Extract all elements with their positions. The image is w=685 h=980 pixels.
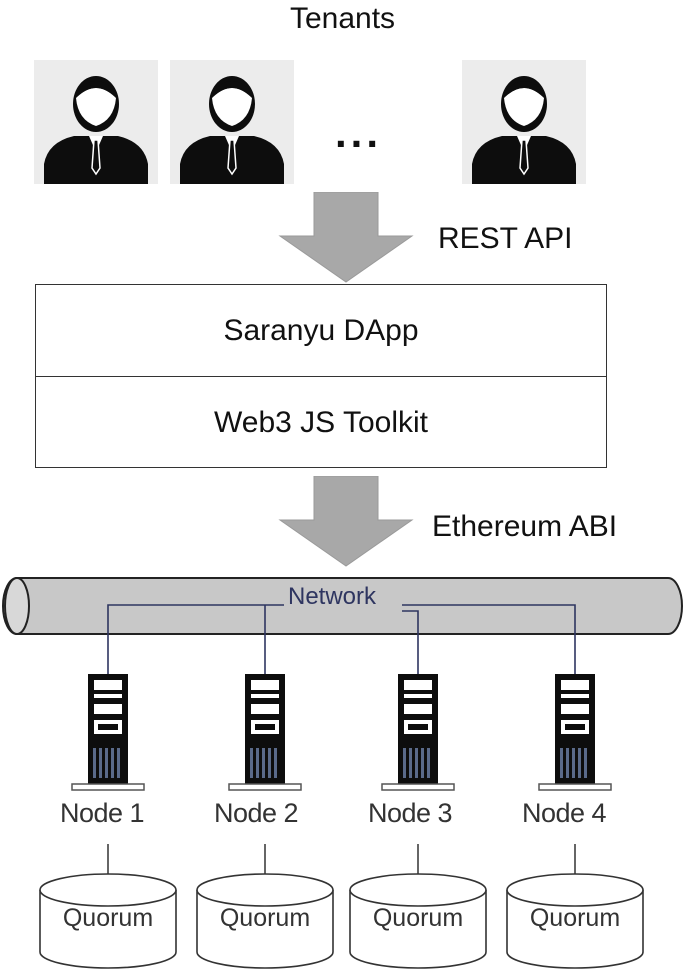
web3-toolkit-layer: Web3 JS Toolkit xyxy=(214,405,428,439)
tenant-person-icon xyxy=(34,60,158,184)
tenants-title: Tenants xyxy=(289,2,396,35)
quorum-label: Quorum xyxy=(219,904,311,932)
quorum-database-icon xyxy=(506,873,644,969)
quorum-label: Quorum xyxy=(62,904,154,932)
rest-api-label: REST API xyxy=(438,222,573,255)
quorum-database-icon xyxy=(349,873,487,969)
server-icon xyxy=(538,674,612,791)
storage-links xyxy=(107,844,576,876)
node-label: Node 1 xyxy=(60,798,145,828)
quorum-label: Quorum xyxy=(372,904,464,932)
saranyu-dapp-layer: Saranyu DApp xyxy=(36,285,606,377)
quorum-database-icon xyxy=(196,873,334,969)
more-tenants-ellipsis: ... xyxy=(335,109,383,156)
tenant-person-icon xyxy=(462,60,586,184)
quorum-database-icon xyxy=(39,873,177,969)
tenant-person-icon xyxy=(170,60,294,184)
ethereum-abi-arrow-icon xyxy=(278,476,414,567)
server-icon xyxy=(228,674,302,791)
ethereum-abi-label: Ethereum ABI xyxy=(432,510,618,543)
server-icon xyxy=(71,674,145,791)
rest-api-arrow-icon xyxy=(278,192,414,283)
node-label: Node 4 xyxy=(522,798,607,828)
server-icon xyxy=(381,674,455,791)
quorum-label: Quorum xyxy=(529,904,621,932)
dapp-stack-box: Saranyu DApp Web3 JS Toolkit xyxy=(35,284,607,468)
node-label: Node 3 xyxy=(368,798,453,828)
network-label: Network xyxy=(286,583,379,611)
node-label: Node 2 xyxy=(214,798,299,828)
network-links xyxy=(107,604,576,674)
